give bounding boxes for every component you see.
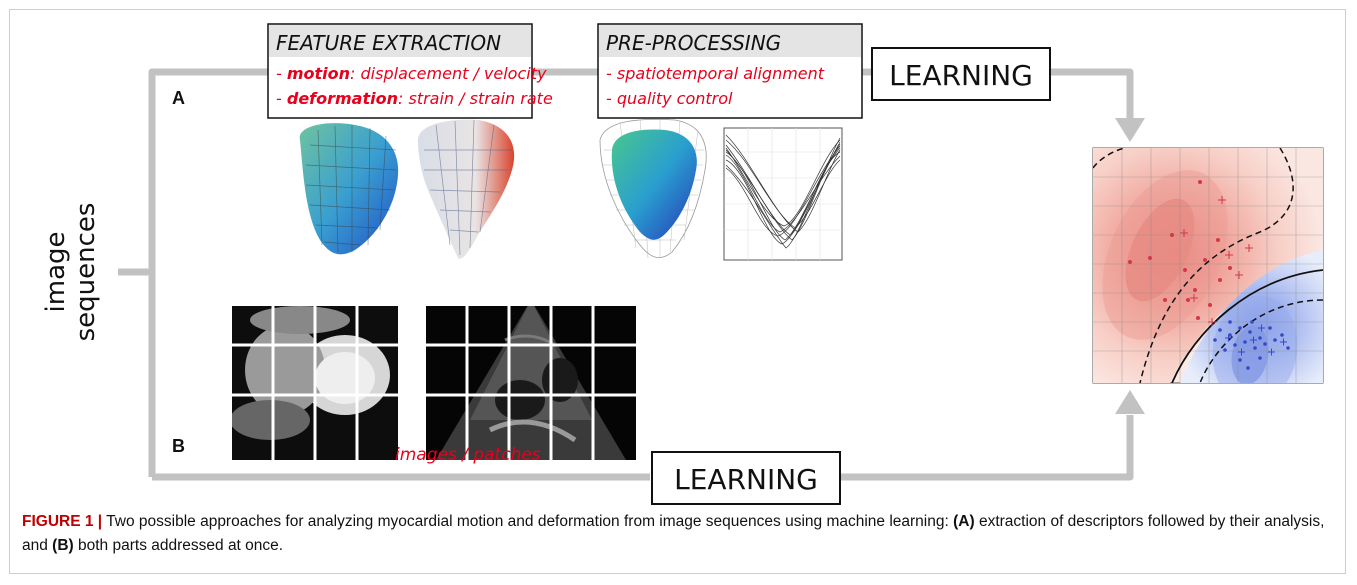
- preprocessing-line1: - spatiotemporal alignment: [606, 64, 825, 83]
- learning-label-b: LEARNING: [674, 463, 818, 496]
- figure-caption: FIGURE 1 | Two possible approaches for a…: [22, 510, 1332, 558]
- margin-lower: [1199, 299, 1323, 383]
- connector-lines: [118, 68, 1134, 481]
- aligned-mesh-image: [599, 118, 707, 259]
- patches-label: images / patches: [395, 445, 541, 465]
- heart-motion-image: [299, 123, 399, 255]
- red-class-mid: [1102, 170, 1228, 340]
- caption-text-3: both parts addressed at once.: [73, 537, 284, 554]
- connector-path-a: [148, 68, 268, 477]
- classification-plot: [1092, 147, 1324, 384]
- caption-text-2: extraction of descriptors followed by th…: [22, 513, 1325, 554]
- feature-line-deformation: - deformation: strain / strain rate: [276, 89, 553, 108]
- arrowhead-b: [1115, 390, 1145, 414]
- decision-boundary: [1171, 269, 1323, 383]
- feature-line-motion: - motion: displacement / velocity: [276, 64, 547, 83]
- learning-label-a: LEARNING: [889, 59, 1033, 92]
- caption-marker-b: (B): [52, 537, 74, 554]
- mri-patches-image: [232, 306, 398, 460]
- margin-upper: [1139, 148, 1294, 383]
- aligned-curves-plot: [723, 127, 843, 261]
- caption-text-1: Two possible approaches for analyzing my…: [102, 513, 954, 530]
- feature-extraction-title: FEATURE EXTRACTION: [276, 31, 501, 55]
- connector-b-to-plot: [840, 415, 1134, 481]
- preprocessing-line2: - quality control: [606, 89, 733, 108]
- left-label-line2: sequences: [71, 203, 101, 342]
- diagram: image sequences A B FEATURE EXTRACTION -…: [41, 23, 1324, 505]
- preprocessing-box: PRE-PROCESSING - spatiotemporal alignmen…: [597, 23, 863, 119]
- left-label-line1: image: [41, 232, 71, 313]
- arrowhead-a: [1115, 118, 1145, 142]
- path-a-letter: A: [172, 88, 185, 108]
- blue-class-mid: [1212, 295, 1298, 383]
- preprocessing-title: PRE-PROCESSING: [606, 31, 781, 55]
- learning-box-b: LEARNING: [651, 451, 841, 505]
- red-class-core: [1125, 198, 1195, 302]
- caption-label: FIGURE 1 |: [22, 513, 103, 530]
- heart-strain-image: [418, 119, 515, 259]
- path-b-letter: B: [172, 436, 185, 456]
- caption-marker-a: (A): [953, 513, 975, 530]
- echo-patches-image: [426, 306, 636, 460]
- connector-a-to-plot: [1050, 68, 1134, 120]
- feature-extraction-box: FEATURE EXTRACTION - motion: displacemen…: [267, 23, 553, 119]
- learning-box-a: LEARNING: [871, 47, 1051, 101]
